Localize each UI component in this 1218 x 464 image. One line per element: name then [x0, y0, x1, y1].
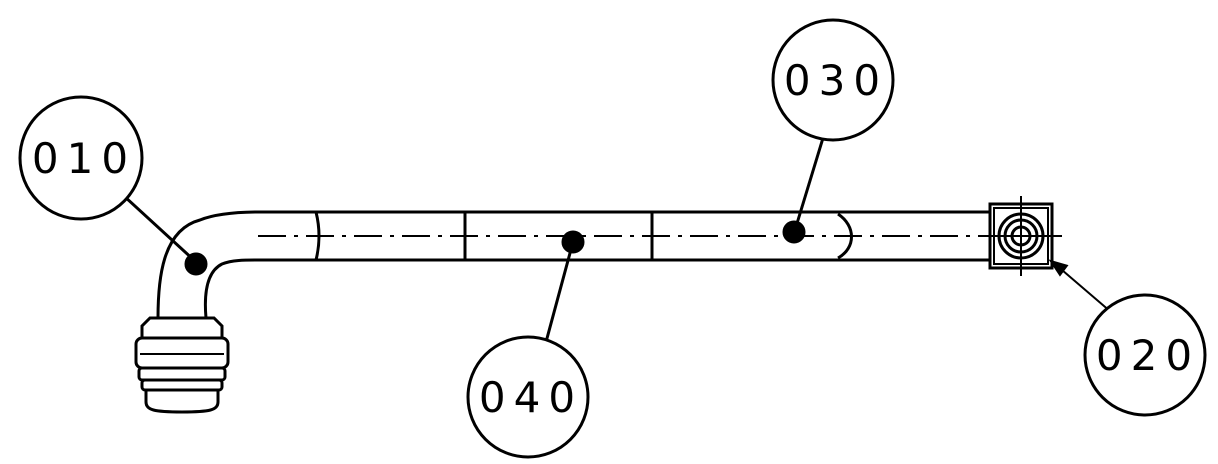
pipe-elbow: [156, 210, 316, 319]
balloon-020: [1083, 293, 1207, 417]
pipe-elbow-inner: [203, 258, 316, 319]
leaders: [122, 137, 1119, 343]
bottom-connector: [134, 316, 230, 414]
leader-dot-010: [184, 252, 208, 276]
balloon-labels: 010 030 040 020: [32, 56, 1200, 422]
balloon-label-040: 040: [479, 373, 583, 422]
balloon-label-030: 030: [784, 56, 888, 105]
leader-dot-030: [782, 220, 806, 244]
balloon-label-020: 020: [1096, 331, 1200, 380]
end-fitting-020: [980, 196, 1062, 276]
balloon-label-010: 010: [32, 134, 136, 183]
balloons: [18, 18, 1207, 459]
pipe-assembly: [134, 196, 1062, 414]
balloon-010: [18, 95, 144, 221]
balloon-030: [771, 18, 895, 142]
leader-arrow-020: [1048, 259, 1069, 277]
leader-dot-040: [561, 230, 585, 254]
balloon-040: [466, 335, 590, 459]
